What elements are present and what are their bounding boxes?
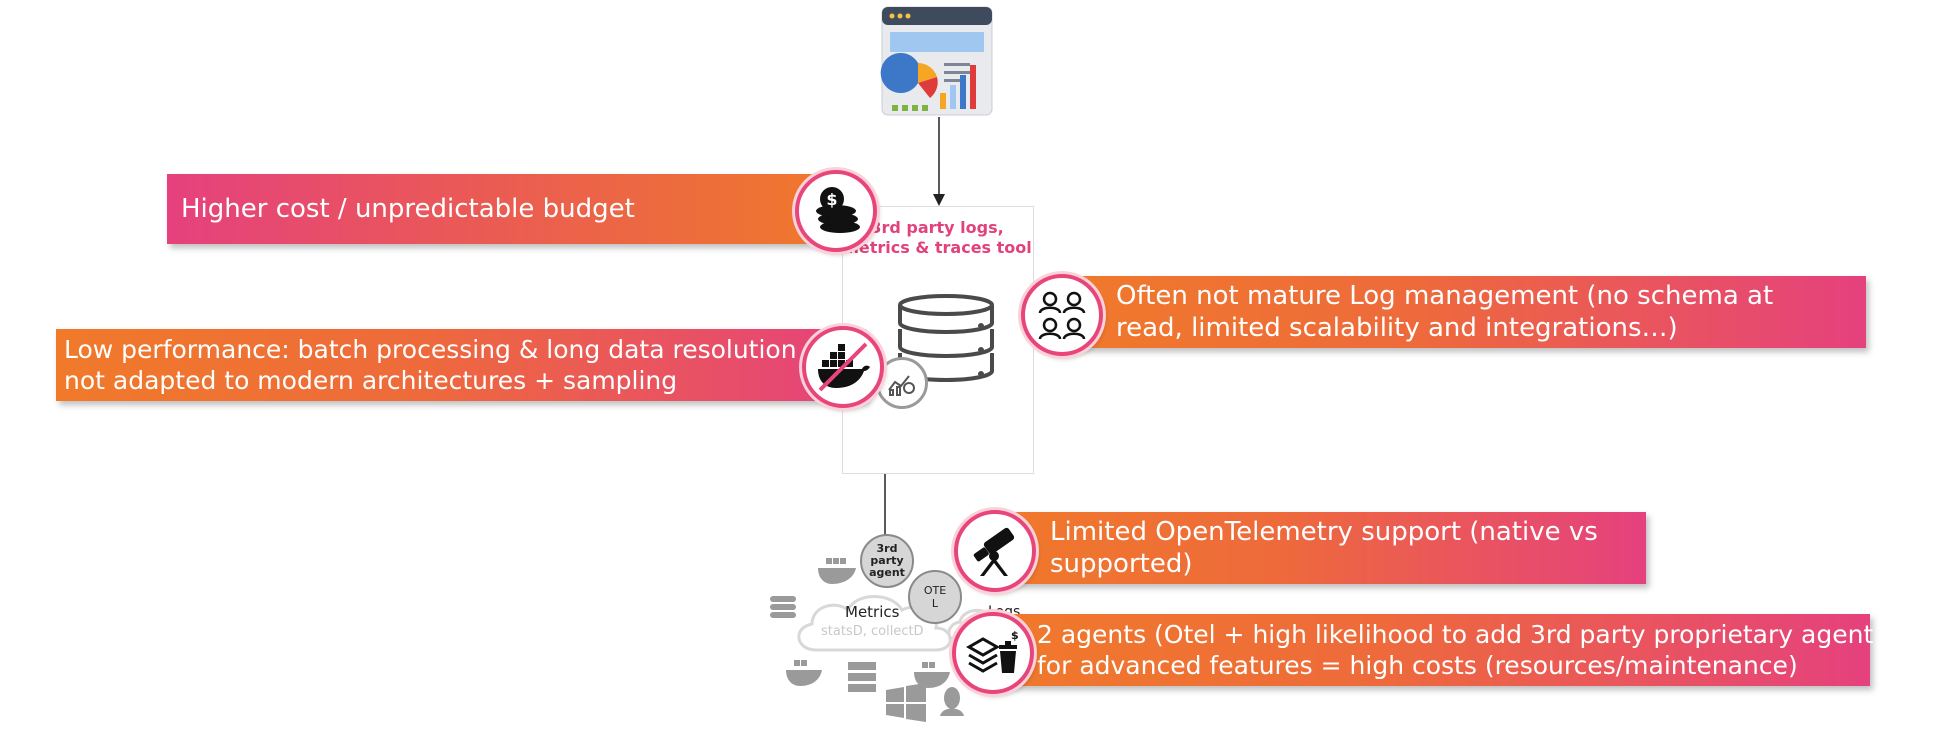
telescope-icon bbox=[954, 510, 1036, 592]
banner-higher-cost: Higher cost / unpredictable budget bbox=[167, 174, 853, 244]
banner-otel-support-line1: Limited OpenTelemetry support (native vs bbox=[1050, 517, 1598, 547]
team-icon bbox=[1021, 274, 1103, 356]
metrics-sub-label: statsD, collectD bbox=[821, 624, 924, 639]
banner-otel-support-line2: supported) bbox=[1050, 549, 1193, 579]
banner-two-agents: 2 agents (Otel + high likelihood to add … bbox=[980, 614, 1874, 686]
banner-two-agents-line1: 2 agents (Otel + high likelihood to add … bbox=[1037, 620, 1874, 649]
stack-trash-icon: $ bbox=[952, 612, 1034, 694]
banner-low-performance-line2: not adapted to modern architectures + sa… bbox=[64, 366, 678, 395]
banner-two-agents-line2: for advanced features = high costs (reso… bbox=[1037, 651, 1798, 680]
coins-dollar-icon: $ bbox=[795, 170, 877, 252]
banner-log-management-line2: read, limited scalability and integratio… bbox=[1116, 313, 1678, 343]
banner-log-management-line1: Often not mature Log management (no sche… bbox=[1116, 281, 1774, 311]
svg-text:$: $ bbox=[1011, 629, 1019, 642]
svg-text:$: $ bbox=[826, 190, 837, 209]
third-party-agent-node: 3rd party agent bbox=[860, 534, 914, 588]
no-docker-icon bbox=[802, 326, 884, 408]
banner-higher-cost-text: Higher cost / unpredictable budget bbox=[181, 194, 635, 224]
third-party-agent-label: 3rd party agent bbox=[869, 542, 905, 579]
otel-agent-label: OTE L bbox=[923, 584, 947, 610]
banner-otel-support: Limited OpenTelemetry support (native vs… bbox=[976, 512, 1646, 584]
tool-title: 3rd party logs, metrics & traces tool bbox=[842, 218, 1032, 257]
banner-low-performance-line1: Low performance: batch processing & long… bbox=[64, 335, 797, 364]
banner-low-performance: Low performance: batch processing & long… bbox=[56, 329, 866, 401]
dashboard-icon bbox=[880, 5, 994, 117]
otel-agent-node: OTE L bbox=[908, 570, 962, 624]
banner-log-management: Often not mature Log management (no sche… bbox=[1044, 276, 1866, 348]
metrics-label: Metrics bbox=[845, 603, 900, 621]
analytics-badge-icon bbox=[876, 357, 928, 409]
